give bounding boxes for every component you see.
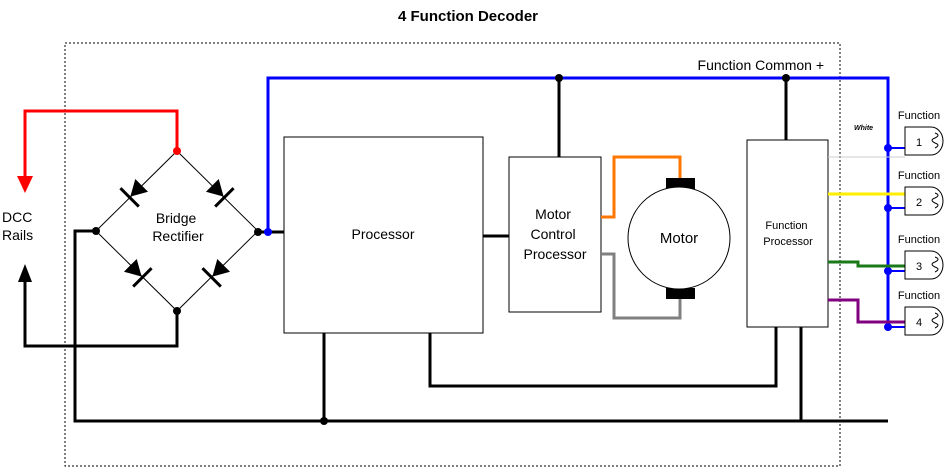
- function-processor-label: Function Processor: [763, 220, 813, 248]
- lamp-icon: [904, 250, 944, 280]
- bridge-label: Bridge Rectifier: [152, 210, 204, 244]
- junction-dot: [555, 74, 563, 82]
- common-bus: [266, 76, 890, 327]
- motor-control-label-line2: Control: [530, 226, 575, 242]
- function-caption: Function: [898, 290, 940, 302]
- dcc-rail-negative: [23, 280, 179, 348]
- diagram-title: 4 Function Decoder: [398, 8, 538, 25]
- bridge-label-line1: Bridge: [156, 210, 197, 226]
- bridge-label-line2: Rectifier: [152, 228, 204, 244]
- dcc-label-line1: DCC: [2, 209, 32, 225]
- function-output-wires: [828, 156, 905, 324]
- junction-dot: [884, 267, 892, 275]
- function-common-label: Function Common +: [698, 57, 824, 73]
- junction-dot: [173, 307, 181, 315]
- function-processor-box: [746, 139, 829, 328]
- processor-label: Processor: [351, 226, 414, 242]
- lamp-icon: [904, 186, 944, 216]
- decoder-boundary: [64, 42, 841, 467]
- motor-control-label-line1: Motor: [535, 206, 571, 222]
- motor-control-label-line3: Processor: [523, 246, 586, 262]
- function-output-wire: [828, 260, 905, 268]
- function-processor-label-line1: Function: [765, 220, 807, 232]
- junction-dot: [173, 147, 181, 155]
- function-output-3: Function 3: [898, 234, 944, 280]
- junction-dot: [884, 323, 892, 331]
- junction-dot: [320, 417, 328, 425]
- white-wire-label: White: [854, 125, 873, 132]
- junction-dot: [884, 204, 892, 212]
- motor-label: Motor: [660, 230, 698, 247]
- motor-body: [627, 186, 731, 290]
- filament-icon: [931, 132, 939, 149]
- function-output-4: Function 4: [898, 290, 944, 336]
- function-output-2: Function 2: [898, 170, 944, 216]
- dcc-label-line2: Rails: [2, 227, 33, 243]
- function-caption: Function: [898, 234, 940, 246]
- motor-wire-a: [601, 155, 682, 219]
- motor-control-label: Motor Control Processor: [523, 206, 586, 262]
- junction-dots: [92, 74, 790, 425]
- function-number: 2: [916, 197, 922, 209]
- diode-icon-top-right: [205, 178, 235, 208]
- function-caption: Function: [898, 170, 940, 182]
- filament-icon: [931, 192, 939, 209]
- motor-brush-top: [666, 178, 695, 189]
- dcc-arrow-up-icon: [18, 264, 32, 282]
- motor-control-box: [508, 156, 602, 313]
- function-processor-label-line2: Processor: [763, 236, 813, 248]
- motor-icon: Motor: [627, 178, 731, 299]
- diode-icon-bottom-left: [123, 258, 153, 288]
- ground-bus-left: [73, 229, 888, 423]
- function-caption: Function: [898, 110, 940, 122]
- lamp-icon: [904, 126, 944, 156]
- filament-icon: [931, 256, 939, 273]
- function-output-wire: [828, 298, 905, 324]
- bridge-rectifier: Bridge Rectifier: [95, 150, 259, 312]
- filament-icon: [931, 312, 939, 329]
- function-number: 1: [916, 137, 922, 149]
- lamp-icon: [904, 306, 944, 336]
- dcc-arrow-down-icon: [17, 176, 33, 193]
- junction-dot: [92, 227, 100, 235]
- function-number: 3: [916, 261, 922, 273]
- function-output-1: Function 1: [898, 110, 944, 156]
- dcc-rail-positive: [23, 109, 179, 178]
- processor-to-function-processor: [428, 327, 778, 388]
- diode-icon-top-left: [119, 178, 149, 208]
- function-number: 4: [916, 317, 922, 329]
- junction-dot: [884, 144, 892, 152]
- processor-box: [283, 136, 484, 334]
- junction-dot: [782, 74, 790, 82]
- diode-icon-bottom-right: [201, 258, 231, 288]
- motor-brush-bottom: [666, 288, 695, 299]
- junction-dot: [264, 228, 272, 236]
- junction-dot: [254, 228, 262, 236]
- motor-wire-b: [601, 252, 682, 320]
- common-taps: [884, 144, 905, 331]
- ground-wiring: [23, 79, 888, 423]
- dcc-label: DCC Rails: [2, 209, 36, 243]
